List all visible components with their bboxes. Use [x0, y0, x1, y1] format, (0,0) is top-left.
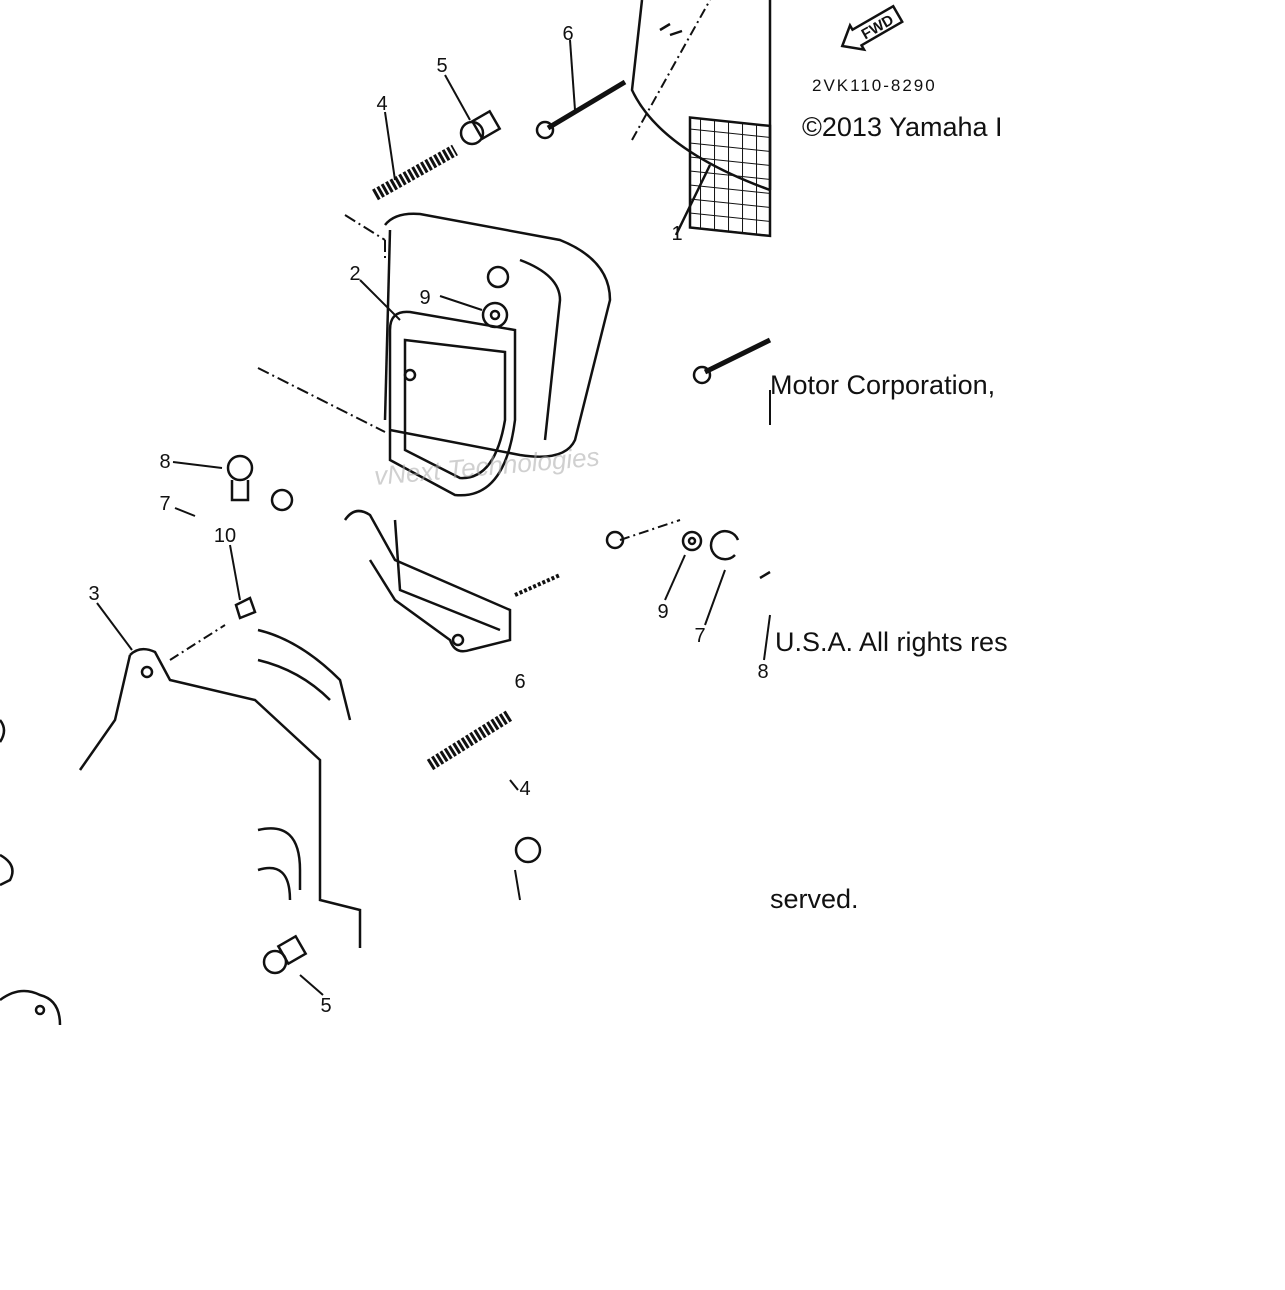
edge-fragments — [0, 719, 14, 887]
part-code: 2VK110-8290 — [812, 76, 937, 95]
callout-5: 5 — [436, 55, 447, 77]
callout-numbers: 6 5 4 1 2 9 8 7 10 3 9 7 8 6 4 5 — [88, 23, 768, 1017]
copyright-line-1: ©2013 Yamaha I — [802, 112, 1003, 142]
callout-4-lower: 4 — [519, 778, 530, 800]
fwd-arrow-icon: FWD — [840, 4, 904, 52]
copyright-line-3: U.S.A. All rights res — [775, 627, 1008, 657]
callout-6: 6 — [562, 23, 573, 45]
copyright-line-2: Motor Corporation, — [770, 370, 996, 400]
callout-9: 9 — [419, 287, 430, 309]
callout-5-lower: 5 — [320, 995, 331, 1017]
callout-2: 2 — [349, 263, 360, 285]
callout-1: 1 — [671, 223, 682, 245]
callout-7: 7 — [159, 493, 170, 515]
callout-6-lower: 6 — [514, 671, 525, 693]
callout-9-right: 9 — [657, 601, 668, 623]
fasteners — [226, 109, 771, 975]
headlight-bracket — [388, 310, 517, 497]
callout-7-right: 7 — [694, 625, 705, 647]
callout-8: 8 — [159, 451, 170, 473]
headlight-lens — [630, 0, 772, 238]
callout-4: 4 — [376, 93, 387, 115]
leader-lines — [96, 0, 771, 996]
callout-3: 3 — [88, 583, 99, 605]
headlight-housing — [383, 212, 612, 458]
base-bracket — [0, 509, 512, 1026]
screws — [372, 79, 772, 771]
callout-8-right: 8 — [757, 661, 768, 683]
copyright-line-4: served. — [770, 884, 859, 914]
callout-10: 10 — [214, 525, 236, 547]
